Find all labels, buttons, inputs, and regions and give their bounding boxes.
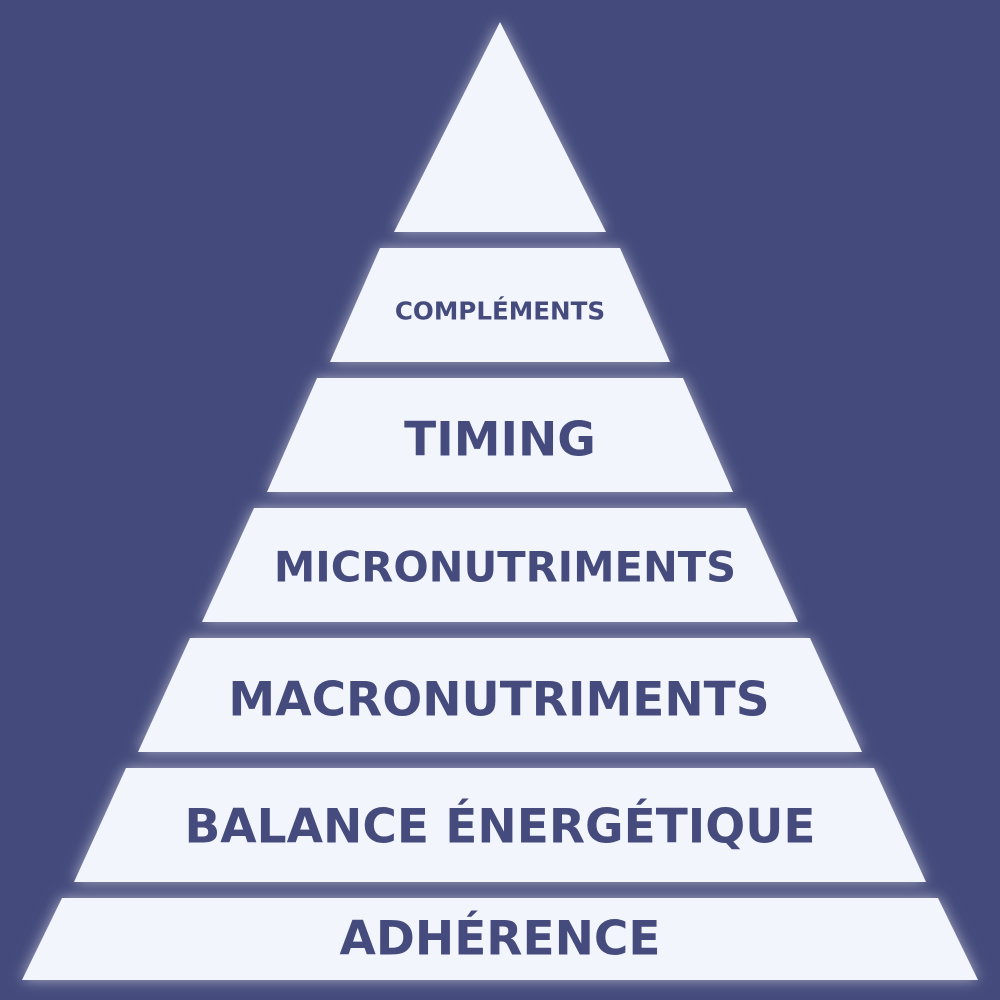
- tier-balance-energetique: [74, 768, 926, 882]
- tier-label-adherence: ADHÉRENCE: [339, 912, 660, 967]
- tier-micronutriments: [202, 508, 798, 622]
- tier-label-micronutriments: MICRONUTRIMENTS: [274, 543, 736, 592]
- pyramid-apex: [394, 22, 606, 232]
- tier-label-complements: COMPLÉMENTS: [395, 297, 605, 326]
- tier-complements: [330, 248, 670, 362]
- tier-timing: [267, 378, 733, 492]
- tier-label-macronutriments: MACRONUTRIMENTS: [228, 673, 769, 728]
- tier-label-timing: TIMING: [404, 413, 596, 468]
- tier-adherence: [22, 898, 978, 980]
- tier-label-balance-energetique: BALANCE ÉNERGÉTIQUE: [184, 800, 815, 855]
- tier-macronutriments: [138, 638, 862, 752]
